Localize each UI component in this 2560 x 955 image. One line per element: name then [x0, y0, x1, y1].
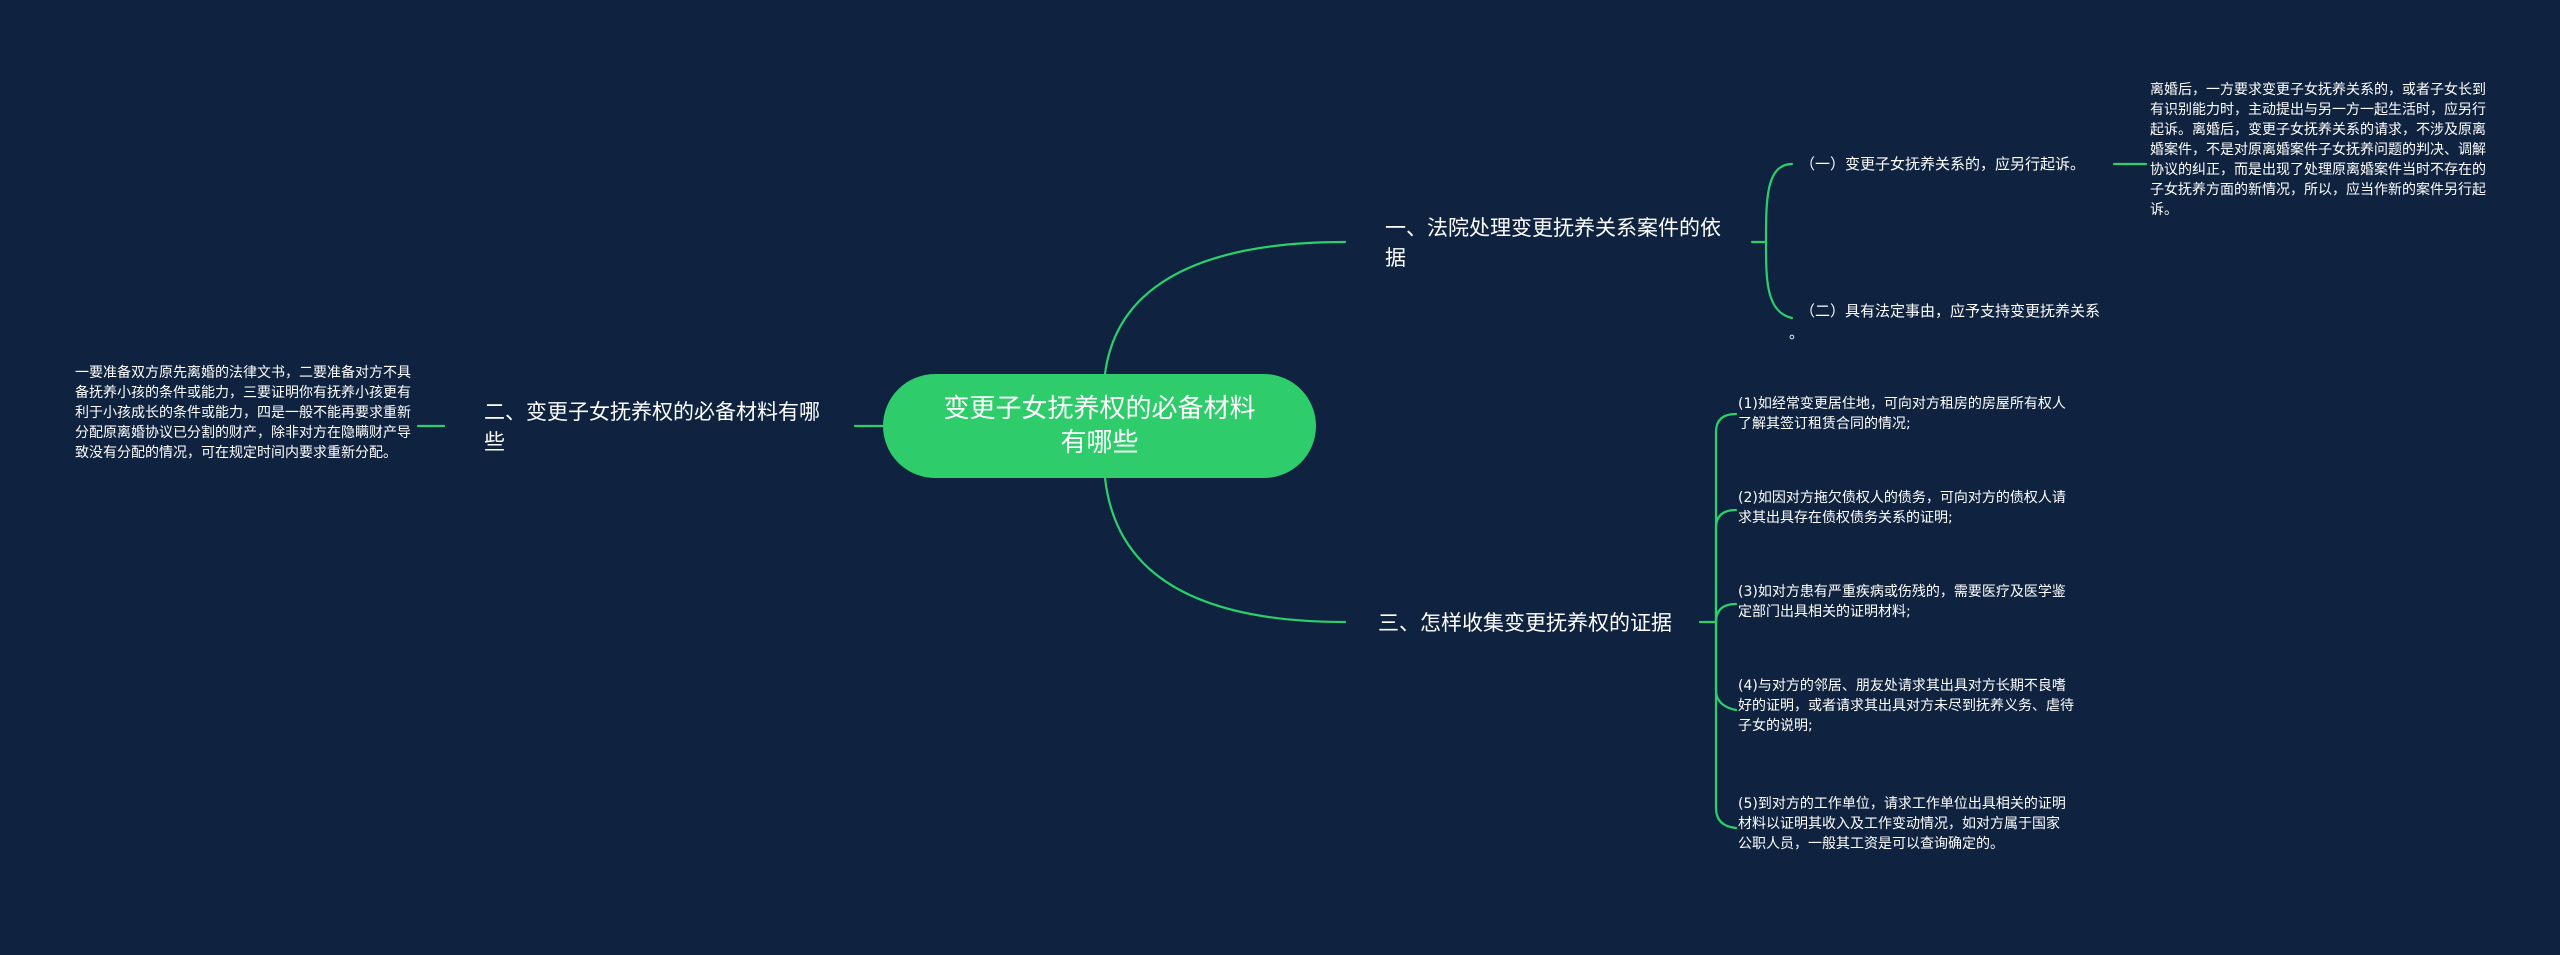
edge-branch1-child1	[1764, 162, 1794, 244]
branch-required-materials[interactable]: 二、变更子女抚养权的必备材料有哪些	[484, 397, 824, 457]
evidence-item-3[interactable]: (3)如对方患有严重疾病或伤残的，需要医疗及医学鉴定部门出具相关的证明材料;	[1738, 582, 2068, 622]
edge-branch1-child2	[1764, 240, 1794, 320]
detail-required-materials: 一要准备双方原先离婚的法律文书，二要准备对方不具备抚养小孩的条件或能力，三要证明…	[75, 363, 415, 463]
node-statutory-grounds-label: （二）具有法定事由，应予支持变更抚养关系	[1800, 302, 2101, 320]
edge-branch3-item2	[1714, 508, 1738, 624]
evidence-item-4-text: (4)与对方的邻居、朋友处请求其出具对方长期不良嗜好的证明，或者请求其出具对方未…	[1738, 678, 2074, 734]
edge-branch3-item5	[1714, 620, 1738, 830]
detail-required-materials-text: 一要准备双方原先离婚的法律文书，二要准备对方不具备抚养小孩的条件或能力，三要证明…	[75, 365, 411, 461]
edge-branch3-item4	[1714, 620, 1738, 712]
node-statutory-grounds-trail-text: 。	[1789, 324, 1805, 342]
edge-root-branch3	[1103, 476, 1347, 624]
detail-refile-lawsuit-text: 离婚后，一方要求变更子女抚养关系的，或者子女长到有识别能力时，主动提出与另一方一…	[2150, 82, 2486, 218]
node-statutory-grounds[interactable]: （二）具有法定事由，应予支持变更抚养关系	[1800, 300, 2140, 322]
evidence-item-1-text: (1)如经常变更居住地，可向对方租房的房屋所有权人了解其签订租赁合同的情况;	[1738, 396, 2066, 432]
evidence-item-1[interactable]: (1)如经常变更居住地，可向对方租房的房屋所有权人了解其签订租赁合同的情况;	[1738, 394, 2068, 434]
branch-required-materials-label: 二、变更子女抚养权的必备材料有哪些	[484, 400, 820, 454]
node-statutory-grounds-trail: 。	[1789, 322, 1809, 344]
evidence-item-4[interactable]: (4)与对方的邻居、朋友处请求其出具对方长期不良嗜好的证明，或者请求其出具对方未…	[1738, 676, 2078, 736]
evidence-item-3-text: (3)如对方患有严重疾病或伤残的，需要医疗及医学鉴定部门出具相关的证明材料;	[1738, 584, 2066, 620]
evidence-item-5[interactable]: (5)到对方的工作单位，请求工作单位出具相关的证明材料以证明其收入及工作变动情况…	[1738, 794, 2068, 854]
evidence-item-2[interactable]: (2)如因对方拖欠债权人的债务，可向对方的债权人请求其出具存在债权债务关系的证明…	[1738, 488, 2068, 528]
branch-collect-evidence[interactable]: 三、怎样收集变更抚养权的证据	[1378, 608, 1698, 638]
root-title: 变更子女抚养权的必备材料有哪些	[943, 394, 1256, 458]
branch-collect-evidence-label: 三、怎样收集变更抚养权的证据	[1378, 611, 1672, 635]
branch-court-basis-label: 一、法院处理变更抚养关系案件的依据	[1385, 216, 1721, 270]
edge-root-branch1	[1103, 240, 1347, 376]
detail-refile-lawsuit: 离婚后，一方要求变更子女抚养关系的，或者子女长到有识别能力时，主动提出与另一方一…	[2150, 80, 2486, 220]
edge-branch3-item3	[1714, 602, 1738, 624]
node-refile-lawsuit-label: （一）变更子女抚养关系的，应另行起诉。	[1800, 155, 2086, 173]
node-refile-lawsuit[interactable]: （一）变更子女抚养关系的，应另行起诉。	[1800, 153, 2120, 175]
edge-branch3-item1	[1714, 412, 1738, 624]
evidence-item-5-text: (5)到对方的工作单位，请求工作单位出具相关的证明材料以证明其收入及工作变动情况…	[1738, 796, 2066, 852]
evidence-item-2-text: (2)如因对方拖欠债权人的债务，可向对方的债权人请求其出具存在债权债务关系的证明…	[1738, 490, 2066, 526]
branch-court-basis[interactable]: 一、法院处理变更抚养关系案件的依据	[1385, 213, 1725, 273]
root-node[interactable]: 变更子女抚养权的必备材料有哪些	[883, 374, 1316, 478]
